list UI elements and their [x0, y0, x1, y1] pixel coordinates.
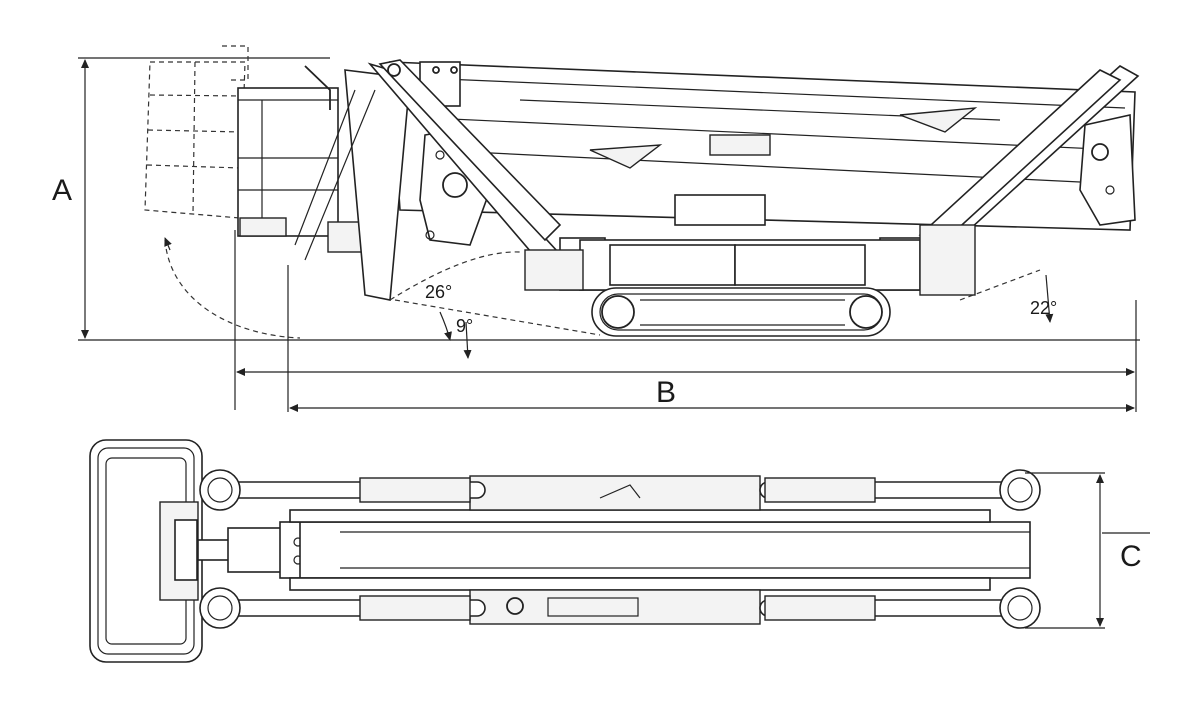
basket: [237, 65, 369, 253]
dimension-c-label: C: [1120, 540, 1142, 573]
boom: [294, 61, 1136, 301]
dimension-c: C: [1025, 472, 1150, 629]
angle-22-label: 22°: [1030, 298, 1057, 318]
angle-26-label: 26°: [425, 282, 452, 302]
angle-9-label: 9°: [456, 316, 473, 336]
dimension-b: B: [234, 230, 1137, 412]
side-view: A B: [52, 45, 1140, 412]
outriggers-top: [199, 469, 1041, 629]
basket-dashed: [144, 45, 249, 219]
dimension-b-label: B: [656, 376, 676, 409]
basket-top: [89, 439, 203, 663]
angle-annotations: 26° 9° 22°: [389, 251, 1057, 359]
crawler-track: [591, 287, 891, 337]
swing-arrow: [164, 237, 172, 251]
top-view: C: [89, 439, 1150, 663]
basket-swing-arc: [164, 239, 301, 339]
chassis: [524, 224, 976, 296]
dimension-a: A: [52, 57, 1140, 341]
chassis-top: [469, 475, 761, 625]
boom-top: [289, 509, 1031, 591]
dimension-a-label: A: [52, 174, 72, 207]
